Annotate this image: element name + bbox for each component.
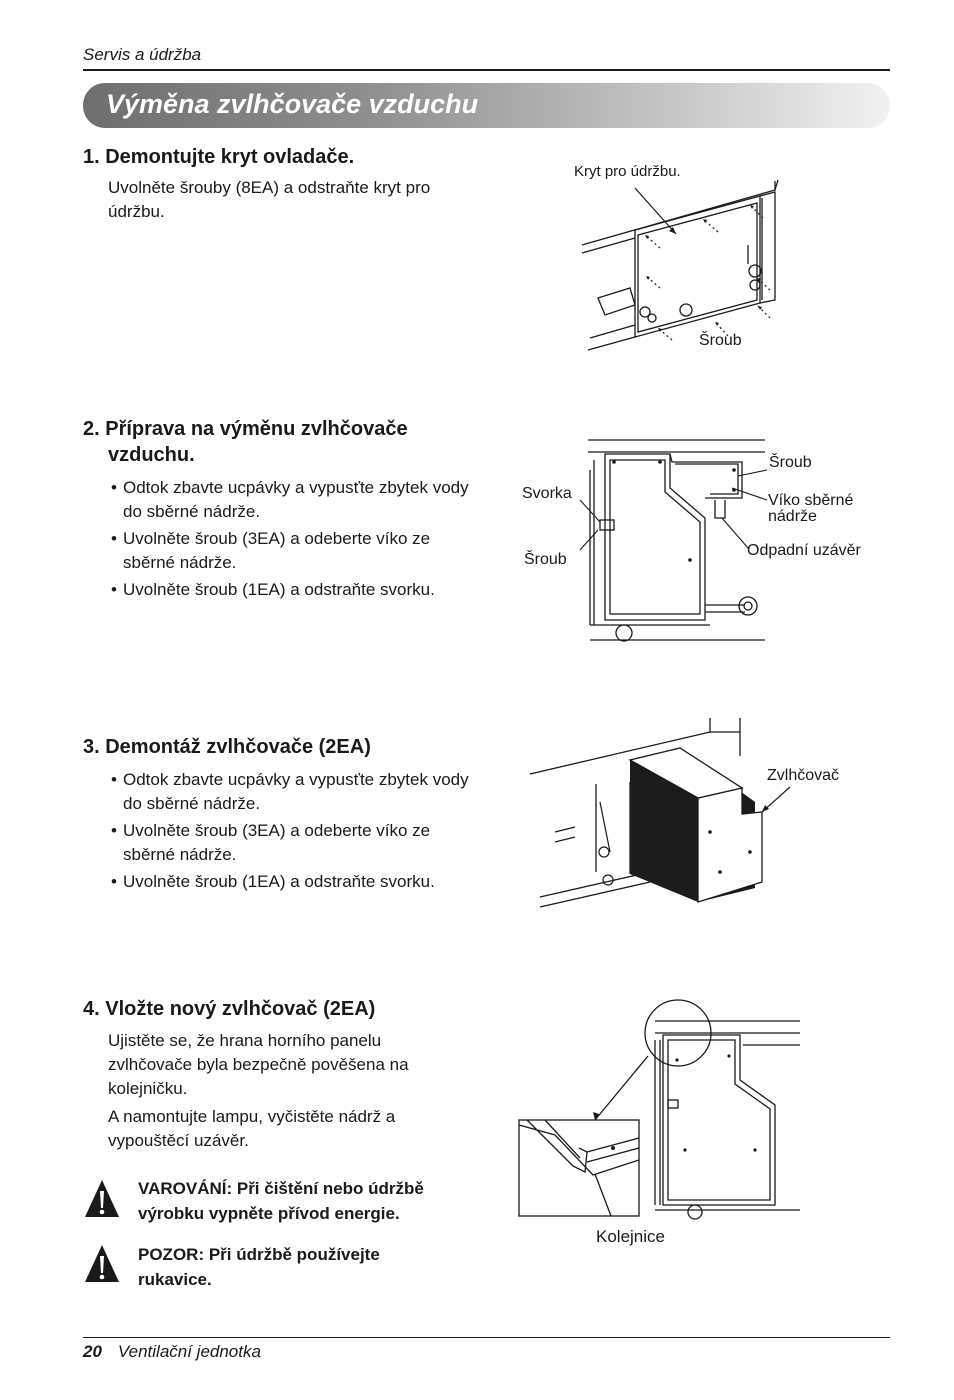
page-title: Výměna zvlhčovače vzduchu xyxy=(106,89,479,119)
step-4-heading: 4. Vložte nový zvlhčovač (2EA) xyxy=(83,998,376,1020)
figure-humidifier-removal xyxy=(529,718,791,908)
label-screw-left: Šroub xyxy=(524,551,567,568)
label-lid-2: nádrže xyxy=(768,508,817,525)
figure-rail-insertion xyxy=(518,999,800,1220)
label-screw: Šroub xyxy=(699,332,742,349)
label-lid-1: Víko sběrné xyxy=(768,492,854,509)
label-cover: Kryt pro údržbu. xyxy=(574,163,681,180)
warning-1-line-1: VAROVÁNÍ: Při čištění nebo údržbě xyxy=(138,1179,424,1198)
figure-cover-removal xyxy=(581,179,779,351)
step-1-heading: 1. Demontujte kryt ovladače. xyxy=(83,146,355,168)
label-drain-cap: Odpadní uzávěr xyxy=(747,542,861,559)
title-band xyxy=(83,83,890,128)
step-2-heading-cont: vzduchu. xyxy=(108,444,195,466)
footer-rule xyxy=(83,1337,890,1338)
step-3-heading: 3. Demontáž zvlhčovače (2EA) xyxy=(83,736,371,758)
step-1-text: Uvolněte šrouby (8EA) a odstraňte kryt p… xyxy=(108,178,431,221)
label-screw-top: Šroub xyxy=(769,454,812,471)
list-item: Uvolněte šroub (3EA) a odeberte víko ze … xyxy=(108,527,478,575)
step-2-bullets: Odtok zbavte ucpávky a vypusťte zbytek v… xyxy=(108,476,478,605)
header-rule xyxy=(83,69,890,71)
list-item: Uvolněte šroub (3EA) a odeberte víko ze … xyxy=(108,819,478,867)
step-4-text-1: Ujistěte se, že hrana horního panelu zvl… xyxy=(108,1031,409,1098)
warning-1-line-2: výrobku vypněte přívod energie. xyxy=(138,1204,400,1223)
caution-line-1: POZOR: Při údržbě používejte xyxy=(138,1245,380,1264)
document-name: Ventilační jednotka xyxy=(117,1342,261,1361)
step-2-heading: 2. Příprava na výměnu zvlhčovače xyxy=(83,418,408,440)
label-clamp: Svorka xyxy=(522,485,572,502)
warning-triangle-icon xyxy=(85,1245,119,1282)
list-item: Odtok zbavte ucpávky a vypusťte zbytek v… xyxy=(108,768,478,816)
section-name: Servis a údržba xyxy=(83,45,202,64)
step-3-bullets: Odtok zbavte ucpávky a vypusťte zbytek v… xyxy=(108,768,478,897)
label-humidifier: Zvlhčovač xyxy=(767,767,840,784)
list-item: Uvolněte šroub (1EA) a odstraňte svorku. xyxy=(108,870,478,894)
list-item: Uvolněte šroub (1EA) a odstraňte svorku. xyxy=(108,578,478,602)
footer: 20 Ventilační jednotka xyxy=(83,1342,261,1362)
figure-tank-preparation xyxy=(579,439,768,642)
page-number: 20 xyxy=(83,1342,102,1361)
list-item: Odtok zbavte ucpávky a vypusťte zbytek v… xyxy=(108,476,478,524)
step-4-text-2: A namontujte lampu, vyčistěte nádrž a vy… xyxy=(108,1107,396,1150)
caution-line-2: rukavice. xyxy=(138,1270,212,1289)
warning-triangle-icon xyxy=(85,1180,119,1217)
label-rail: Kolejnice xyxy=(596,1227,665,1246)
